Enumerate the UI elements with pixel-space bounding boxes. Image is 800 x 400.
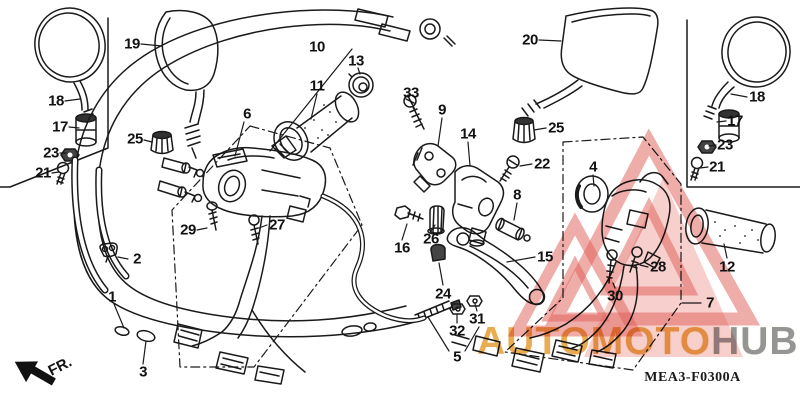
cable-mid-fittings <box>114 322 376 343</box>
mirror-20 <box>522 8 658 116</box>
callout-7: 7 <box>706 294 714 312</box>
callout-17: 17 <box>727 112 743 130</box>
nut-32 <box>450 304 465 314</box>
watermark-brand-text: AUTOMOTOHUB <box>477 322 799 361</box>
callout-8: 8 <box>513 186 521 204</box>
cable-top-fittings <box>355 9 455 46</box>
nut-31 <box>467 296 482 306</box>
ring-4 <box>576 176 608 212</box>
nut-23-right <box>698 141 716 153</box>
callout-21: 21 <box>35 164 51 182</box>
switch-8 <box>494 217 530 241</box>
watermark-brand-secondary: HUB <box>711 320 799 363</box>
callout-26: 26 <box>423 230 439 248</box>
right-mirror-group-border <box>687 20 800 187</box>
callout-11: 11 <box>309 77 325 95</box>
group-6-boundary <box>172 126 362 367</box>
diagram-part-code: MEA3-F0300A <box>644 370 741 385</box>
left-mirror-group-border <box>0 18 108 187</box>
pivot-bushing-24 <box>431 245 445 262</box>
mirror-19 <box>155 11 218 159</box>
cable-3 <box>98 24 406 320</box>
callout-18: 18 <box>48 92 64 110</box>
callout-18: 18 <box>749 88 765 106</box>
bolt-21-left <box>57 163 69 185</box>
callout-13: 13 <box>348 52 364 70</box>
callout-25: 25 <box>548 119 564 137</box>
callout-9: 9 <box>438 101 446 119</box>
callout-6: 6 <box>243 105 251 123</box>
callout-31: 31 <box>469 310 485 328</box>
callout-15: 15 <box>537 248 553 266</box>
screw-22 <box>500 156 519 181</box>
callout-19: 19 <box>124 35 140 53</box>
clutch-cable-arc <box>323 196 424 321</box>
callout-28: 28 <box>650 258 666 276</box>
fr-arrow <box>14 361 56 386</box>
callout-20: 20 <box>522 31 538 49</box>
callout-33: 33 <box>403 84 419 102</box>
clamp-9 <box>413 144 456 192</box>
callout-25: 25 <box>127 130 143 148</box>
watermark-brand-primary: AUTOMOTO <box>477 320 712 363</box>
callout-30: 30 <box>607 287 623 305</box>
callout-27: 27 <box>269 216 285 234</box>
callout-12: 12 <box>719 258 735 276</box>
callout-17: 17 <box>52 118 68 136</box>
callout-32: 32 <box>449 322 465 340</box>
wire-harness-left <box>174 216 305 384</box>
roller-26 <box>428 206 444 234</box>
grip-12 <box>684 207 777 253</box>
callout-1: 1 <box>108 288 116 306</box>
throttle-pipe-11 <box>267 88 363 166</box>
ring-13 <box>349 73 373 97</box>
cable-1 <box>74 10 418 337</box>
screw-29 <box>207 202 217 230</box>
callout-23: 23 <box>717 136 733 154</box>
clamp-2 <box>100 243 117 262</box>
bolt-21-right <box>691 158 703 181</box>
boot-25-right <box>513 118 535 143</box>
callout-3: 3 <box>139 363 147 381</box>
mirror-boot-17-left <box>76 114 96 146</box>
adjuster-16 <box>395 206 423 221</box>
callout-16: 16 <box>394 239 410 257</box>
callout-5: 5 <box>453 348 461 366</box>
right-round-mirror <box>704 12 796 119</box>
callout-4: 4 <box>589 158 597 176</box>
callout-23: 23 <box>43 144 59 162</box>
callout-24: 24 <box>435 285 451 303</box>
callout-14: 14 <box>460 125 476 143</box>
callout-10: 10 <box>309 38 325 56</box>
switch-housing-7 <box>602 173 670 268</box>
callout-2: 2 <box>133 250 141 268</box>
callout-22: 22 <box>534 155 550 173</box>
boot-25-left <box>151 132 173 154</box>
lever-bracket-14 <box>453 166 504 246</box>
screw-27 <box>249 215 259 244</box>
cable-end-fittings-left <box>158 158 204 202</box>
left-round-mirror <box>28 2 112 122</box>
callout-21: 21 <box>709 158 725 176</box>
callout-29: 29 <box>180 221 196 239</box>
switch-housing-6 <box>203 148 326 222</box>
